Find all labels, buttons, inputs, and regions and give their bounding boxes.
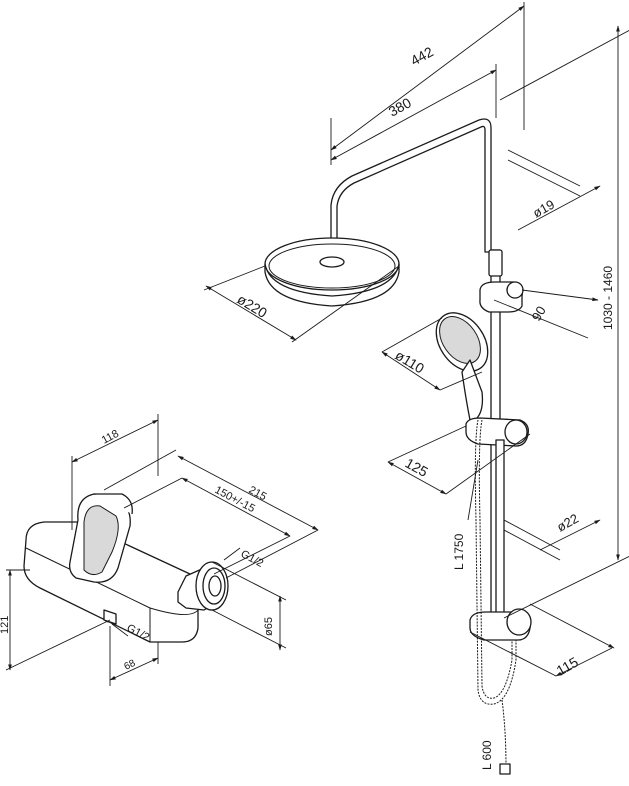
rain-head — [264, 237, 400, 307]
dimension-lines-mixer — [5, 414, 319, 686]
bottom-bracket — [469, 608, 532, 641]
dim-o220: ø220 — [234, 291, 270, 321]
mixer-connector-right — [177, 561, 229, 611]
dim-1030-1460: 1030 - 1460 — [601, 266, 615, 330]
dimension-lines-shower — [203, 2, 629, 677]
shower-column — [264, 118, 532, 775]
dim-118: 118 — [100, 428, 121, 447]
dim-g12-top: G1/2 — [239, 548, 266, 570]
mixer-lever — [68, 493, 133, 583]
hose-end — [501, 699, 507, 769]
dim-o19: ø19 — [530, 197, 557, 221]
dim-125: 125 — [403, 455, 431, 480]
dim-o110: ø110 — [392, 347, 427, 377]
shower-holder — [479, 281, 524, 313]
slide-bar — [495, 439, 505, 621]
mixer-body — [23, 521, 199, 643]
rain-arm — [330, 118, 492, 256]
riser-coupling — [488, 249, 503, 277]
dim-l1750: L 1750 — [452, 533, 466, 570]
dim-68: 68 — [122, 658, 137, 673]
dim-o65: ø65 — [263, 617, 275, 636]
dim-l600: L 600 — [480, 740, 494, 770]
mixer — [23, 493, 229, 643]
dim-442: 442 — [408, 43, 436, 68]
dim-121: 121 — [0, 616, 11, 634]
hose — [474, 419, 517, 705]
dim-380: 380 — [386, 94, 414, 119]
dimension-labels: 442 380 ø19 ø220 90 1030 - 1460 ø110 125… — [0, 43, 615, 770]
dim-90: 90 — [529, 303, 549, 323]
